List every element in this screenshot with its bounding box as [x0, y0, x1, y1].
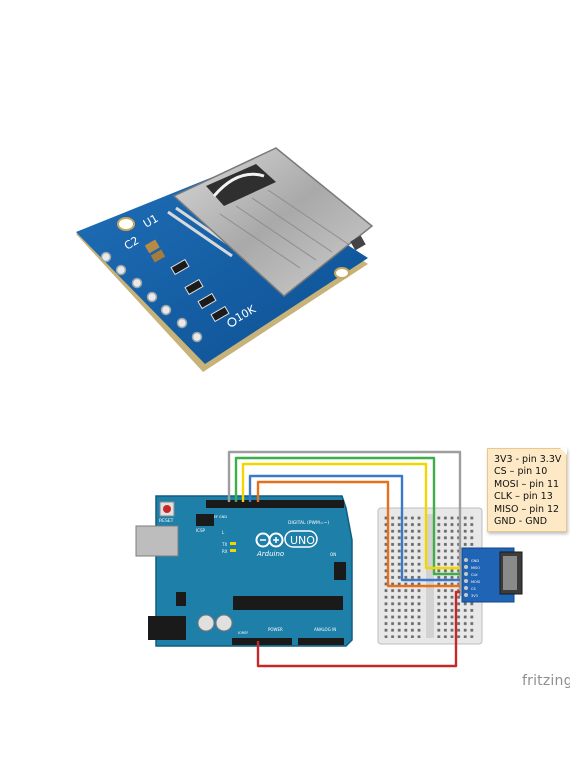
- digital-label: DIGITAL (PWM=~): [288, 520, 329, 526]
- l-label: L: [222, 530, 225, 535]
- header-pads: [100, 251, 203, 343]
- wire-blue-mosi: [248, 474, 460, 582]
- power-label: POWER: [268, 627, 283, 632]
- wire-gray-gnd: [227, 450, 462, 596]
- icsp-label: ICSP: [196, 528, 206, 533]
- on-label: ON: [330, 552, 336, 557]
- sd-module-part: GND MISO CLK MOSI CS 3V3: [461, 547, 523, 603]
- power-jack: [148, 616, 186, 640]
- module-arrow-mark: [227, 317, 237, 327]
- capacitor: [150, 249, 166, 263]
- arduino-logo: [255, 532, 284, 548]
- wire-red-3v3: [256, 590, 460, 668]
- note-line-cs: CS – pin 10: [494, 466, 548, 478]
- wires: [227, 450, 462, 668]
- wire-yellow-miso: [241, 462, 460, 570]
- sd-module-photo: U1 C2 10K: [76, 147, 374, 372]
- power-header: [232, 638, 292, 645]
- wire-green-clk: [234, 456, 460, 576]
- reset-label: RESET: [159, 518, 174, 524]
- sd-pin-label-3: MOSI: [471, 580, 480, 584]
- capacitor: [215, 614, 233, 632]
- uno-badge: [284, 530, 318, 548]
- wire-orange-cs: [256, 480, 460, 588]
- pinout-note: 3V3 - pin 3.3V CS – pin 10 MOSI – pin 11…: [487, 448, 567, 532]
- mounting-hole: [334, 267, 350, 279]
- brand-label: Arduino: [256, 550, 284, 558]
- module-c2-label: C2: [122, 234, 141, 253]
- wiring-diagram: RESET DIGITAL (PWM=~) AREF GND ICSP L TX…: [135, 450, 523, 668]
- note-line-gnd: GND - GND: [494, 516, 548, 528]
- note-line-mosi: MOSI – pin 11: [494, 478, 560, 490]
- arduino-uno-board: RESET DIGITAL (PWM=~) AREF GND ICSP L TX…: [135, 495, 353, 647]
- atmega-chip: [233, 596, 343, 610]
- analog-header: [298, 638, 344, 645]
- sd-pin-label-1: MISO: [471, 566, 480, 570]
- icsp-header-side: [334, 562, 346, 580]
- note-line-miso: MISO – pin 12: [494, 503, 560, 515]
- digital-header: [206, 500, 344, 508]
- analog-label: ANALOG IN: [314, 627, 336, 632]
- socket-latch: [350, 235, 366, 251]
- icsp-header-top: [196, 514, 214, 526]
- capacitor: [144, 239, 160, 254]
- note-line-clk: CLK – pin 13: [494, 491, 553, 503]
- sd-pin-label-2: CLK: [471, 573, 478, 577]
- mounting-hole: [117, 217, 135, 231]
- sd-pin-label-0: GND: [471, 559, 479, 563]
- rx-label: RX: [222, 549, 228, 554]
- socket-ribs: [219, 189, 349, 269]
- fritzing-watermark: fritzing: [522, 673, 570, 689]
- ioref-label: IOREF: [238, 631, 248, 635]
- socket-spring: [212, 172, 265, 197]
- usb-connector: [135, 525, 179, 557]
- gnd-label: GND: [219, 515, 227, 519]
- uno-label: UNO: [290, 534, 315, 547]
- tx-label: TX: [221, 542, 227, 547]
- sd-module-pin-pads: [464, 558, 468, 597]
- voltage-regulator: [176, 592, 186, 606]
- note-fold: [560, 448, 567, 455]
- sd-pin-label-4: CS: [471, 587, 476, 591]
- sd-pin-label-5: 3V3: [471, 594, 478, 598]
- capacitor: [197, 614, 215, 632]
- resistors: [170, 258, 230, 323]
- note-line-3v3: 3V3 - pin 3.3V: [494, 454, 562, 465]
